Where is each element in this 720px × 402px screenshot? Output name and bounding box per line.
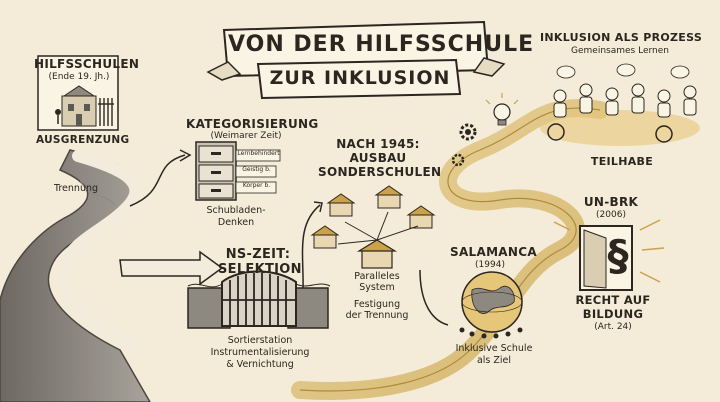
inklusion-heading: INKLUSION ALS PROZESS <box>540 31 703 44</box>
salamanca-caption-2: als Ziel <box>476 355 512 366</box>
nach-1945-heading-1: NACH 1945: <box>336 137 420 151</box>
drawer-label-1: Lernbehindert <box>237 150 280 157</box>
hilfsschulen-sub: (Ende 19. Jh.) <box>48 72 110 82</box>
parallel-caption-1: Paralleles <box>354 271 400 282</box>
recht-caption-1: RECHT AUF <box>575 293 651 307</box>
title-line-2: ZUR INKLUSION <box>269 67 451 89</box>
exclusion-path <box>0 149 224 402</box>
nach-1945-heading-3: SONDERSCHULEN <box>318 165 442 179</box>
recht-caption-2: BILDUNG <box>582 307 644 321</box>
festigung-caption-1: Festigung <box>353 299 401 310</box>
recht-caption-3: (Art. 24) <box>594 322 632 332</box>
drawer-label-2: Geistig b. <box>242 166 271 173</box>
kategorisierung-sub: (Weimarer Zeit) <box>210 131 282 141</box>
inclusion-path <box>291 99 609 400</box>
nach-1945-heading-2: AUSBAU <box>349 151 407 165</box>
festigung-caption-2: der Trennung <box>345 310 409 321</box>
drawer-label-3: Körper b. <box>242 182 271 189</box>
trennung-label: Trennung <box>53 183 99 194</box>
salamanca-sub: (1994) <box>475 260 505 270</box>
parallel-caption-2: System <box>359 282 395 293</box>
globe-icon <box>459 271 523 339</box>
gear-icon <box>451 123 477 167</box>
door-paragraph-icon <box>553 219 665 291</box>
schubladen-caption-1: Schubladen- <box>206 205 266 216</box>
filing-cabinet-icon <box>195 141 281 201</box>
gate-icon <box>187 270 331 329</box>
salamanca-heading: SALAMANCA <box>450 245 537 259</box>
ausgrenzung-caption: AUSGRENZUNG <box>36 134 130 146</box>
teilhabe-caption: TEILHABE <box>590 155 654 168</box>
lightbulb-icon <box>485 93 519 126</box>
ns-zeit-heading-1: NS-ZEIT: <box>225 247 291 262</box>
ns-caption-2: Instrumentalisierung <box>210 347 310 358</box>
paragraph-icon: § <box>607 231 629 280</box>
ns-caption-1: Sortierstation <box>227 335 293 346</box>
children-group-icon <box>540 63 700 146</box>
un-brk-heading: UN-BRK <box>583 195 639 209</box>
kategorisierung-heading: KATEGORISIERUNG <box>186 117 319 131</box>
inklusion-sub: Gemeinsames Lernen <box>571 46 669 56</box>
title-line-1: VON DER HILFSSCHULE <box>228 32 535 57</box>
schubladen-caption-2: Denken <box>217 217 255 228</box>
ns-zeit-heading-2: SELEKTION <box>218 262 302 277</box>
school-building-icon <box>37 55 119 131</box>
ns-caption-3: & Vernichtung <box>226 359 294 370</box>
salamanca-caption-1: Inklusive Schule <box>455 343 533 354</box>
title-banner <box>206 20 506 100</box>
hilfsschulen-heading: HILFSSCHULEN <box>34 57 140 71</box>
houses-icon <box>310 185 436 269</box>
un-brk-sub: (2006) <box>596 210 626 220</box>
